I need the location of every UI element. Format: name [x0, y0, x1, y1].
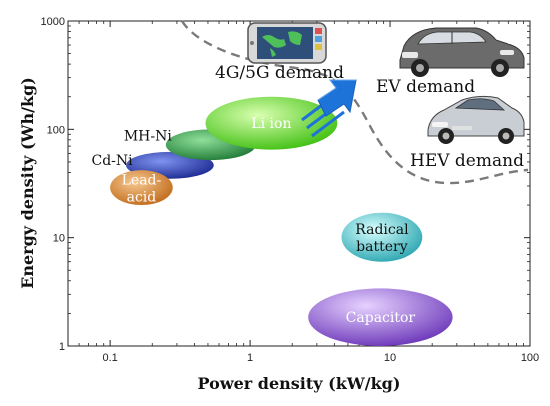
suv-car-icon	[399, 27, 525, 77]
axis-ticks: 0.1 1 10 100 1 10 100 1000	[41, 16, 540, 364]
region-label-capacitor: Capacitor	[346, 310, 416, 326]
region-label-mh-ni: MH-Ni	[124, 128, 173, 144]
smartphone-icon	[247, 22, 327, 64]
y-tick-label: 1	[59, 341, 65, 353]
region-radicalbattery	[341, 212, 423, 262]
annotation-4g5g-demand: 4G/5G demand	[215, 63, 344, 83]
technology-regions	[110, 96, 453, 346]
x-axis-label: Power density (kW/kg)	[198, 374, 401, 393]
region-capacitor	[308, 288, 453, 346]
x-tick-label: 100	[521, 352, 539, 364]
region-lead-acid	[110, 170, 173, 206]
region-label-cd-ni: Cd-Ni	[92, 153, 134, 169]
sedan-car-icon	[427, 95, 525, 144]
region-label-lead-acid-line1: Lead-	[122, 173, 162, 189]
y-tick-label: 10	[53, 233, 65, 245]
region-label-lead-acid-line2: acid	[127, 190, 157, 206]
x-tick-label: 10	[384, 352, 396, 364]
region-label-radicalbattery-line1: Radical	[355, 222, 409, 238]
y-tick-label: 1000	[41, 16, 65, 28]
x-tick-label: 1	[247, 352, 253, 364]
region-label-radicalbattery-line2: battery	[356, 239, 408, 255]
trend-arrow-icon	[301, 79, 357, 138]
region-li-ion	[205, 96, 338, 150]
y-tick-label: 100	[47, 124, 65, 136]
demand-boundary-line	[180, 20, 529, 185]
annotation-ev-demand: EV demand	[376, 77, 475, 97]
region-labels: Lead-acid Cd-Ni MH-Ni Li ionRadicalbatteryC…	[92, 116, 416, 326]
x-tick-label: 0.1	[102, 352, 117, 364]
annotation-hev-demand: HEV demand	[410, 151, 524, 171]
y-axis-label: Energy density (Wh/kg)	[18, 77, 37, 289]
region-label-li-ion: Li ion	[251, 116, 291, 132]
